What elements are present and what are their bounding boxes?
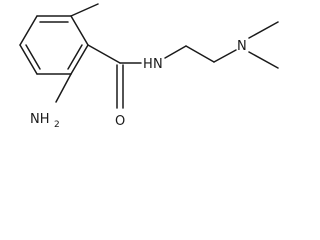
- ring-double-bond-left: [25, 44, 41, 70]
- ring-double-bond-right: [67, 44, 83, 70]
- nh2-subscript: 2: [54, 120, 60, 130]
- amide-h-label: H: [143, 57, 153, 72]
- molecule-drawing: NH 2 O H N N: [19, 3, 279, 130]
- ring-to-carbonyl-bond: [87, 44, 121, 64]
- n-methyl-top-bond: [248, 21, 279, 39]
- ring-bond-c6-c1: [19, 15, 38, 46]
- amine-bond: [55, 73, 72, 103]
- ch2-ch2-bond: [185, 45, 215, 63]
- ring-bond-c3-c4: [70, 44, 89, 75]
- ring-bond-c2-c3: [70, 15, 89, 46]
- n-to-ch2-bond: [164, 45, 187, 59]
- structure-canvas: NH 2 O H N N: [0, 0, 284, 135]
- dimethylamine-n-label: N: [237, 39, 247, 54]
- carbonyl-oxygen-label: O: [115, 114, 125, 129]
- nh2-label: NH: [30, 112, 50, 127]
- methyl-bond: [70, 3, 99, 17]
- ch2-to-amine-bond: [213, 49, 237, 63]
- n-methyl-bottom-bond: [248, 51, 279, 69]
- ring-bond-c5-c6: [19, 44, 38, 75]
- amide-n-label: N: [153, 57, 163, 72]
- benzene-ring: [19, 15, 89, 75]
